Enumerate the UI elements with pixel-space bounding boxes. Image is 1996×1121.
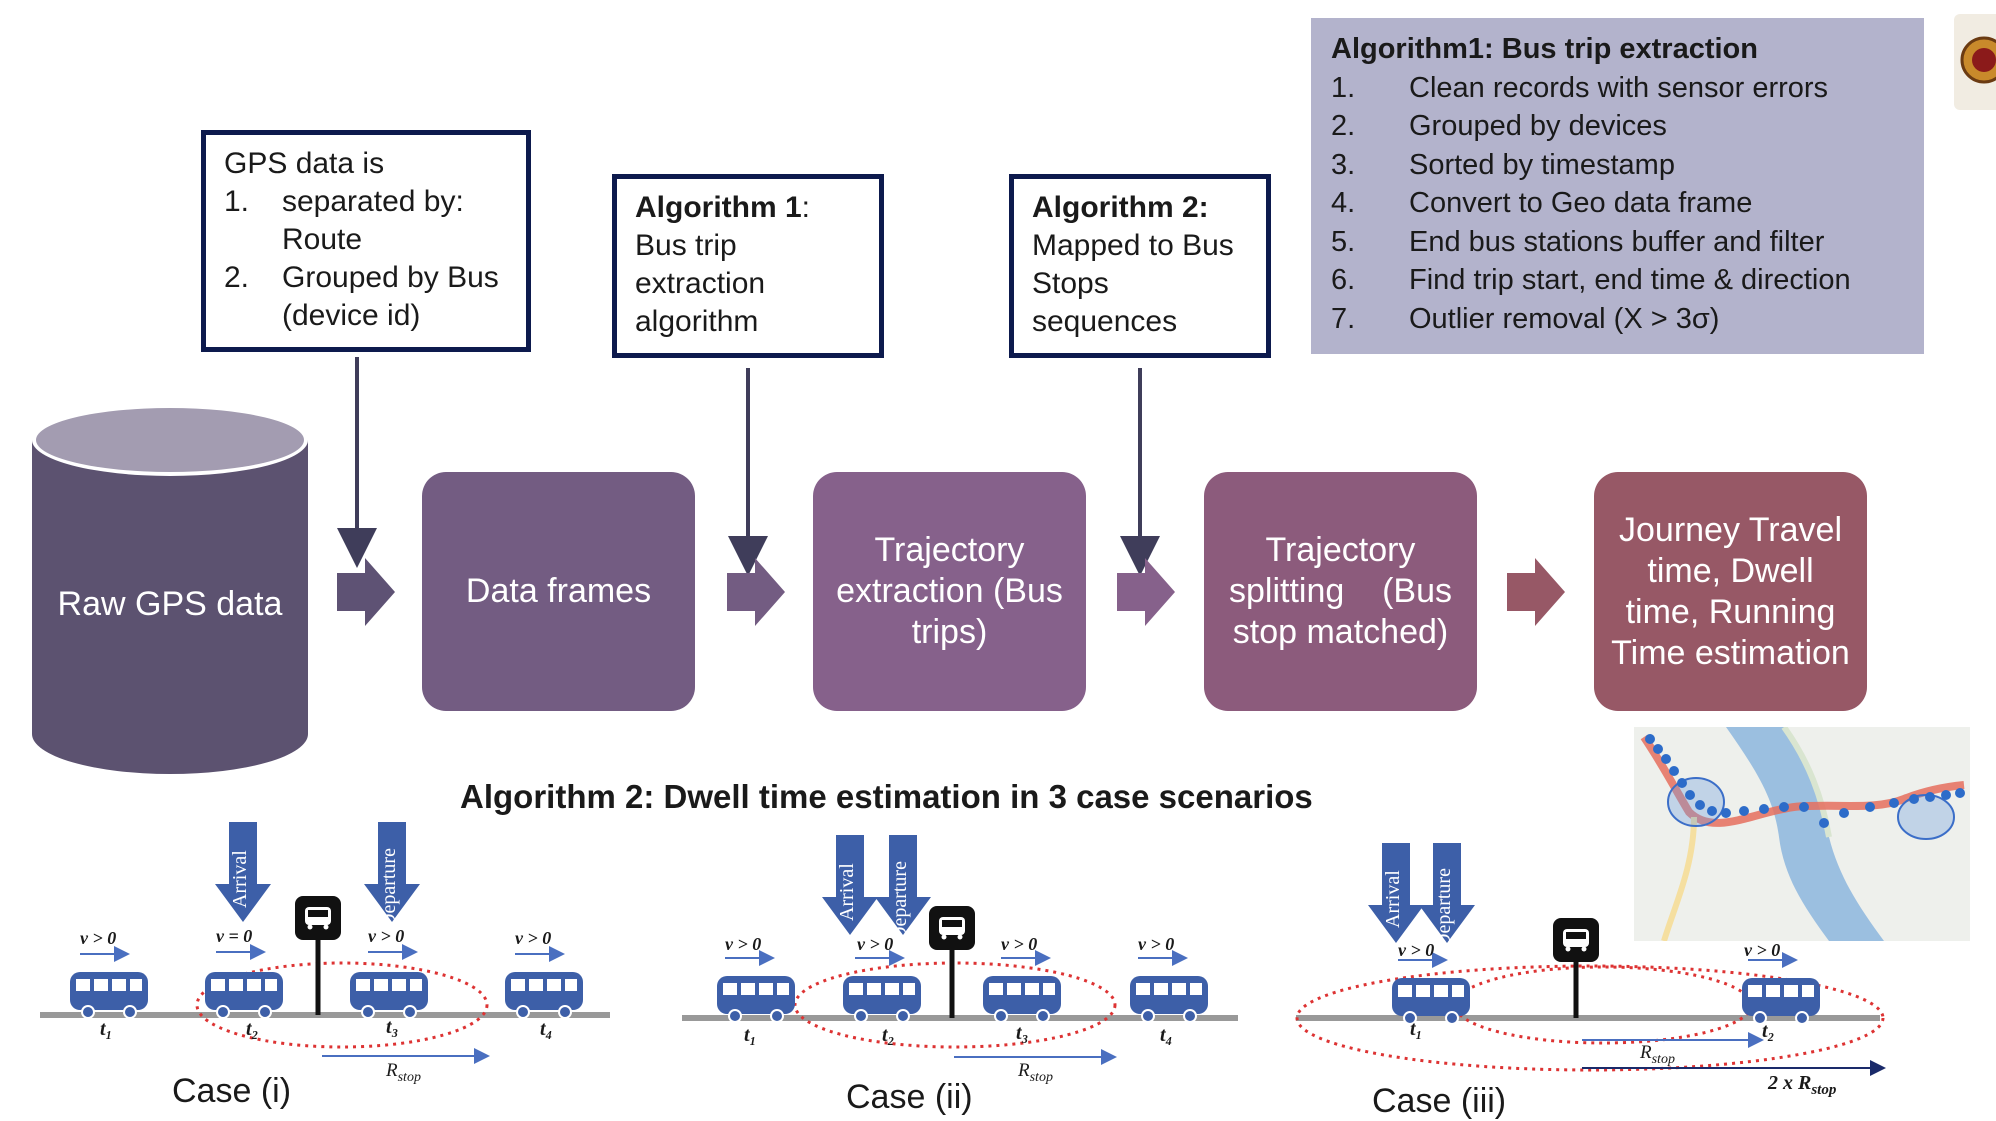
algorithm1-step: 7.Outlier removal (X > 3σ) [1331,302,1720,335]
velocity-label: v > 0 [80,928,117,948]
algorithm1-steps-title: Algorithm1: Bus trip extraction [1331,33,1758,65]
gps-note-item: 2.Grouped by Bus (device id) [224,261,499,332]
velocity-label: v > 0 [1138,934,1175,954]
time-label: t₁ [744,1024,757,1046]
bus-stop-sign-icon [929,906,975,950]
algorithm1-steps-panel: Algorithm1: Bus trip extraction 1.Clean … [1311,18,1924,354]
time-label: t₂ [1762,1020,1775,1042]
algorithm1-step: 2.Grouped by devices [1331,110,1667,142]
algorithm1-step: 6.Find trip start, end time & direction [1331,264,1851,296]
gps-data-note: GPS data is 1.separated by: Route 2.Grou… [201,130,531,352]
algorithm1-step: 1.Clean records with sensor errors [1331,71,1829,104]
velocity-label: v > 0 [857,934,894,954]
case-iii-label: Case (iii) [1372,1082,1507,1120]
bus-icon [69,971,149,1019]
r-stop-label: Rstop [1640,1042,1675,1067]
algorithm1-step: 4.Convert to Geo data frame [1331,187,1753,219]
bus-icon [504,971,584,1019]
bus-icon [204,971,284,1019]
pipeline-arrow-1 [337,558,395,626]
step-trajectory-splitting: Trajectory splitting (Bus stop matched) [1204,472,1477,711]
velocity-label: v > 0 [725,934,762,954]
time-label: t₂ [246,1018,259,1040]
algorithm1-note: Algorithm 1: Bus trip extraction algorit… [612,174,884,358]
step-journey-estimation: Journey Travel time, Dwell time, Running… [1594,472,1867,711]
university-logo [1954,14,1996,110]
bus-icon [349,971,429,1019]
algorithm1-steps-list: 1.Clean records with sensor errors 2.Gro… [1331,69,1904,339]
time-label: t₂ [882,1024,895,1046]
algorithm1-step: 5.End bus stations buffer and filter [1331,225,1825,258]
velocity-label: v > 0 [1744,940,1781,960]
velocity-label: v > 0 [1398,940,1435,960]
algorithm2-note-body: Mapped to Bus Stops sequences [1032,229,1234,338]
step-trajectory-extraction: Trajectory extraction (Bus trips) [813,472,1086,711]
route-map-thumbnail [1634,727,1970,941]
time-label: t₄ [1160,1024,1173,1046]
stop-zone-case-iii [1453,965,1753,1045]
pipeline-arrow-3 [1117,558,1175,626]
case-i-label: Case (i) [172,1072,292,1110]
r-stop-label: Rstop [1018,1060,1053,1085]
raw-gps-database [32,404,308,774]
pipeline-arrow-4 [1507,558,1565,626]
time-label: t₃ [386,1016,399,1038]
arrival-label: Arrival [836,863,858,921]
gps-note-intro: GPS data is [224,147,385,180]
velocity-label: v > 0 [515,928,552,948]
algorithm2-note-title: Algorithm 2: [1032,191,1209,224]
raw-gps-label: Raw GPS data [57,585,283,623]
arrival-label: Arrival [1382,870,1404,928]
r-stop-label: Rstop [386,1060,421,1085]
stop-zone-case-i [195,961,489,1049]
pipeline-arrow-2 [727,558,785,626]
algorithm1-step: 3.Sorted by timestamp [1331,148,1675,181]
gps-note-list: 1.separated by: Route 2.Grouped by Bus (… [224,183,508,335]
algorithm1-note-body: Bus trip extraction algorithm [635,229,766,338]
arrival-label: Arrival [229,850,251,908]
bus-stop-sign-icon [295,896,341,940]
velocity-label: v = 0 [216,926,253,946]
stop-zone-case-ii [793,961,1117,1049]
bus-stop-sign-icon [1553,918,1599,962]
step-data-frames: Data frames [422,472,695,711]
algorithm2-note: Algorithm 2: Mapped to Bus Stops sequenc… [1009,174,1271,358]
gps-note-item: 1.separated by: Route [224,185,464,256]
two-r-stop-label: 2 x Rstop [1768,1072,1837,1098]
velocity-label: v > 0 [368,926,405,946]
outer-zone-case-iii [1295,964,1885,1072]
velocity-label: v > 0 [1001,934,1038,954]
time-label: t₃ [1016,1022,1029,1044]
algorithm1-note-title: Algorithm 1: [635,191,811,224]
time-label: t₁ [100,1018,113,1040]
departure-label: Departure [378,848,401,928]
case-ii-label: Case (ii) [846,1078,973,1116]
section-title: Algorithm 2: Dwell time estimation in 3 … [460,778,1313,815]
departure-label: Departure [1433,868,1456,948]
time-label: t₄ [540,1018,553,1040]
time-label: t₁ [1410,1018,1423,1040]
